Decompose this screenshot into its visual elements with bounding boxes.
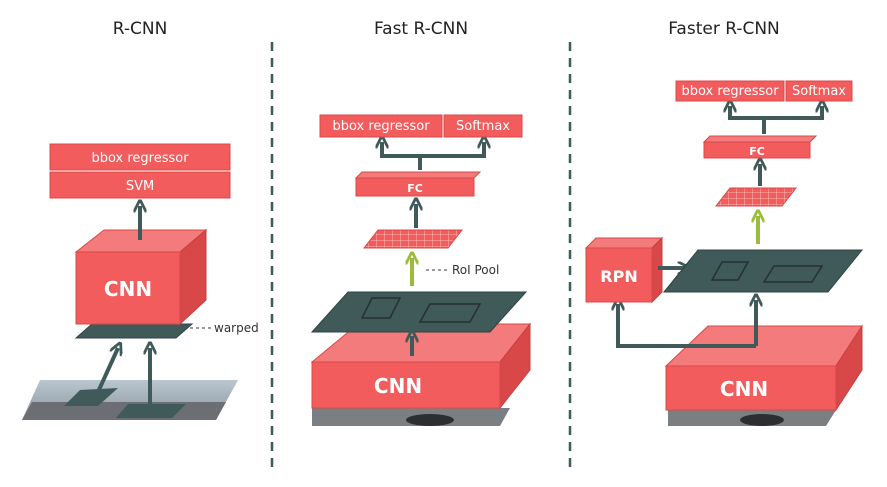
rpn-cube-front xyxy=(585,247,653,303)
bbox-regressor-box xyxy=(319,114,443,138)
warped-label: warped xyxy=(214,321,259,335)
rcnn-title: R-CNN xyxy=(113,19,168,39)
image-car xyxy=(406,414,454,426)
fc-label: FC xyxy=(407,182,423,195)
rpn-cube-top xyxy=(584,237,664,249)
cnn-label: CNN xyxy=(720,377,768,401)
cnn-cube-front xyxy=(75,251,181,325)
bbox-regressor-box xyxy=(675,80,785,102)
fc-top xyxy=(702,135,818,143)
svm-label: SVM xyxy=(126,179,154,194)
softmax-label: Softmax xyxy=(792,84,846,99)
svm-box xyxy=(49,171,231,199)
cnn-label: CNN xyxy=(104,277,152,301)
roi-rect-left xyxy=(360,297,402,319)
cnn-slab-front xyxy=(311,361,501,409)
feature-map xyxy=(662,249,864,293)
arrow-cnn-to-rpn xyxy=(618,304,756,348)
fc-box xyxy=(703,141,811,159)
feature-map xyxy=(310,291,528,333)
faster-rcnn-title: Faster R-CNN xyxy=(668,19,780,39)
bbox-regressor-box xyxy=(49,143,231,171)
softmax-box xyxy=(443,114,523,138)
bbox-regressor-label: bbox regressor xyxy=(332,119,430,134)
region-crop-right xyxy=(116,404,186,418)
cnn-label: CNN xyxy=(374,374,422,398)
pooled-grid xyxy=(714,187,798,207)
warped-slab xyxy=(74,323,194,339)
softmax-box xyxy=(785,80,853,102)
fast-rcnn-title: Fast R-CNN xyxy=(374,19,468,39)
roi-pool-label: RoI Pool xyxy=(452,263,499,277)
cnn-slab-front xyxy=(665,365,837,411)
fc-label: FC xyxy=(749,145,765,158)
fc-stem xyxy=(730,116,822,134)
region-crop-left xyxy=(64,388,118,406)
fc-top xyxy=(354,171,482,179)
pooled-grid xyxy=(362,229,464,249)
arrow-image-to-warp-left xyxy=(96,348,118,393)
roi-rect-left xyxy=(710,261,750,281)
bbox-regressor-label: bbox regressor xyxy=(91,151,189,166)
image-car xyxy=(740,414,784,426)
faster-rcnn-column: Faster R-CNN CNN RPN FC xyxy=(584,19,864,426)
roi-rect-right xyxy=(762,265,824,283)
fc-stem xyxy=(382,154,484,170)
bbox-regressor-label: bbox regressor xyxy=(681,84,779,99)
softmax-label: Softmax xyxy=(456,119,510,134)
rcnn-column: R-CNN warped CNN bbox regressor SVM xyxy=(22,19,259,420)
fast-rcnn-column: Fast R-CNN CNN RoI Pool FC bbox regress xyxy=(310,19,532,426)
roi-rect-right xyxy=(418,303,482,323)
rpn-label: RPN xyxy=(600,267,637,286)
fc-box xyxy=(355,177,475,197)
